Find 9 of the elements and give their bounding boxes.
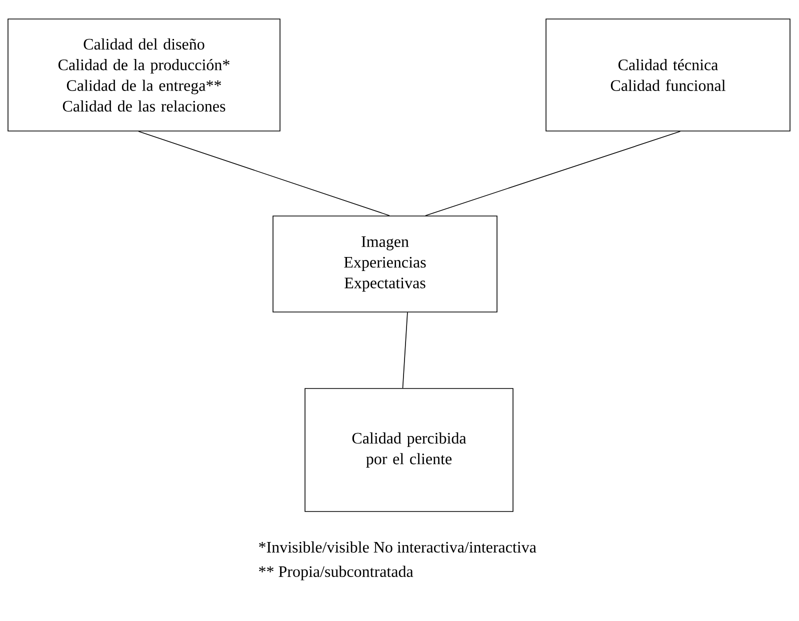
footnote: ** Propia/subcontratada	[259, 566, 414, 580]
text-box: Calidad del diseño Calidad de la producción* Calidad de la entrega** Calidad de las relaciones	[8, 18, 280, 132]
text-box: Calidad percibida por el cliente	[304, 388, 514, 512]
footnote: *Invisible/visible No interactiva/interactiva	[259, 541, 536, 553]
text-box: Imagen Experiencias Expectativas	[272, 216, 498, 312]
text-box: Calidad técnica Calidad funcional	[546, 18, 790, 132]
connector-line	[425, 131, 681, 216]
connector-line	[138, 131, 390, 216]
connector-line	[402, 312, 408, 388]
